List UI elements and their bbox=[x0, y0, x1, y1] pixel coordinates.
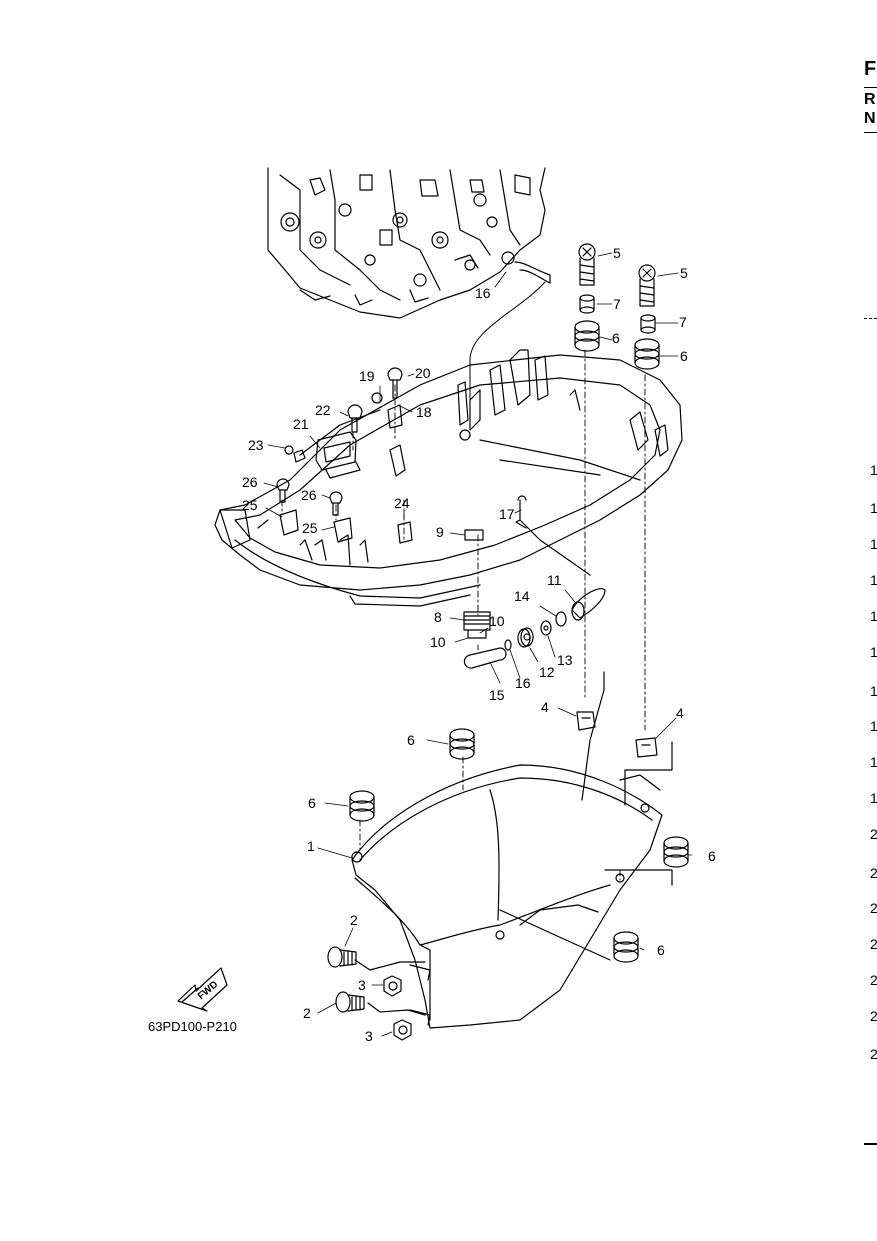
diagram-code: 63PD100-P210 bbox=[148, 1019, 237, 1034]
callout-2: 2 bbox=[303, 1005, 311, 1021]
callout-7: 7 bbox=[613, 296, 621, 312]
edge-number: 2 bbox=[870, 1008, 877, 1024]
callout-25: 25 bbox=[302, 520, 318, 536]
edge-number: 2 bbox=[870, 1046, 877, 1062]
apron bbox=[351, 764, 673, 1029]
callout-14: 14 bbox=[514, 588, 530, 604]
callout-4: 4 bbox=[541, 699, 549, 715]
callout-20: 20 bbox=[415, 365, 431, 381]
collar-7 bbox=[579, 294, 656, 334]
clamp-bracket-parts bbox=[276, 367, 413, 544]
callout-15: 15 bbox=[489, 687, 505, 703]
callout-22: 22 bbox=[315, 402, 331, 418]
callout-3: 3 bbox=[358, 977, 366, 993]
edge-number: 2 bbox=[870, 972, 877, 988]
edge-number: 1 bbox=[870, 500, 877, 516]
callout-10: 10 bbox=[489, 613, 505, 629]
callout-26: 26 bbox=[301, 487, 317, 503]
callout-11: 11 bbox=[547, 572, 562, 588]
edge-number: 1 bbox=[870, 683, 877, 699]
edge-heading-letter: F bbox=[864, 58, 877, 80]
edge-number: 1 bbox=[870, 462, 877, 478]
callout-16: 16 bbox=[515, 675, 531, 691]
callout-26: 26 bbox=[242, 474, 258, 490]
edge-number: 1 bbox=[870, 572, 877, 588]
callout-7: 7 bbox=[679, 314, 687, 330]
grommet-6 bbox=[349, 320, 689, 963]
callout-25: 25 bbox=[242, 497, 258, 513]
edge-number: 1 bbox=[870, 754, 877, 770]
callout-10: 10 bbox=[430, 634, 446, 650]
callout-23: 23 bbox=[248, 437, 264, 453]
apron-fastener-guides bbox=[354, 959, 431, 1026]
bolt-5 bbox=[578, 243, 656, 307]
bottom-cowling bbox=[214, 349, 683, 607]
callout-6: 6 bbox=[680, 348, 688, 364]
edge-number: 1 bbox=[870, 536, 877, 552]
fwd-arrow bbox=[177, 967, 228, 1012]
callout-5: 5 bbox=[680, 265, 688, 281]
callout-4: 4 bbox=[676, 705, 684, 721]
edge-number: 1 bbox=[870, 644, 877, 660]
callout-8: 8 bbox=[434, 609, 442, 625]
edge-number: 2 bbox=[870, 936, 877, 952]
edge-number: 1 bbox=[870, 608, 877, 624]
edge-rule bbox=[864, 87, 877, 88]
edge-heading-letter: N bbox=[864, 110, 876, 127]
callout-6: 6 bbox=[407, 732, 415, 748]
callout-5: 5 bbox=[613, 245, 621, 261]
callout-17: 17 bbox=[499, 506, 515, 522]
callout-18: 18 bbox=[416, 404, 432, 420]
leader-lines bbox=[263, 252, 693, 1037]
callout-24: 24 bbox=[394, 495, 410, 511]
callout-6: 6 bbox=[708, 848, 716, 864]
callout-21: 21 bbox=[293, 416, 309, 432]
callout-13: 13 bbox=[557, 652, 573, 668]
bolt-2 bbox=[327, 946, 365, 1013]
edge-rule bbox=[864, 1143, 877, 1145]
edge-rule bbox=[864, 132, 877, 133]
callout-12: 12 bbox=[539, 664, 555, 680]
callout-6: 6 bbox=[657, 942, 665, 958]
edge-heading-letter: R bbox=[864, 91, 876, 108]
edge-number: 1 bbox=[870, 790, 877, 806]
callout-16: 16 bbox=[475, 285, 491, 301]
edge-rule bbox=[864, 318, 877, 319]
edge-number: 2 bbox=[870, 826, 877, 842]
assembly-guides bbox=[281, 349, 646, 881]
hose-joint-parts bbox=[463, 495, 606, 669]
nut-4 bbox=[576, 671, 673, 806]
fwd-label: FWD bbox=[196, 979, 221, 1002]
callout-1: 1 bbox=[307, 838, 315, 854]
callout-9: 9 bbox=[436, 524, 444, 540]
engine-block bbox=[267, 167, 546, 319]
callout-6: 6 bbox=[612, 330, 620, 346]
nut-3 bbox=[383, 975, 412, 1041]
callout-3: 3 bbox=[365, 1028, 373, 1044]
callout-19: 19 bbox=[359, 368, 375, 384]
edge-number: 2 bbox=[870, 900, 877, 916]
callout-2: 2 bbox=[350, 912, 358, 928]
callout-6: 6 bbox=[308, 795, 316, 811]
edge-number: 1 bbox=[870, 718, 877, 734]
edge-number: 2 bbox=[870, 865, 877, 881]
telltale-hose bbox=[469, 251, 551, 431]
